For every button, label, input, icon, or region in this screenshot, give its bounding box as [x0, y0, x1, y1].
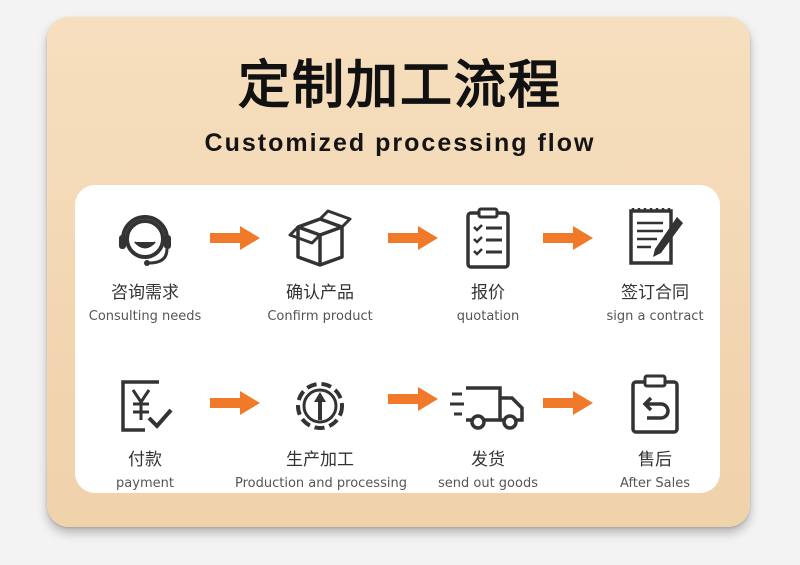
step-label-cn: 签订合同 — [621, 283, 689, 303]
step-label-en: quotation — [456, 309, 520, 324]
step-label-en: After Sales — [620, 476, 690, 491]
headset-icon — [119, 215, 171, 266]
after-sales-clipboard-icon — [631, 374, 679, 434]
step-label-en: payment — [116, 476, 174, 491]
step-label-en: Production and processing — [235, 476, 407, 491]
arrow-right-icon — [388, 387, 438, 411]
step-label-en: sign a contract — [606, 309, 704, 324]
contract-pen-icon — [629, 208, 683, 265]
gear-production-icon — [296, 382, 344, 430]
step-consulting-needs: 咨询需求 Consulting needs — [80, 205, 210, 325]
step-production: 生产加工 Production and processing — [235, 372, 407, 492]
step-confirm-product: 确认产品 Confirm product — [255, 205, 385, 325]
yen-payment-icon — [121, 380, 173, 432]
step-label-cn: 报价 — [471, 283, 505, 303]
arrow-right-icon — [210, 226, 260, 250]
step-payment: 付款 payment — [80, 372, 210, 492]
arrow-right-icon — [543, 391, 593, 415]
step-send-goods: 发货 send out goods — [428, 372, 548, 492]
step-label-cn: 咨询需求 — [111, 283, 179, 303]
step-quotation: 报价 quotation — [428, 205, 548, 325]
arrow-right-icon — [543, 226, 593, 250]
arrow-right-icon — [388, 226, 438, 250]
step-label-cn: 售后 — [638, 450, 672, 470]
step-label-en: send out goods — [437, 476, 538, 491]
delivery-truck-icon — [450, 386, 524, 430]
step-label-cn: 确认产品 — [286, 283, 354, 303]
page-subtitle: Customized processing flow — [204, 129, 596, 157]
page-title: 定制加工流程 — [237, 56, 562, 116]
step-label-cn: 发货 — [471, 450, 505, 470]
step-after-sales: 售后 After Sales — [595, 372, 715, 492]
arrow-right-icon — [210, 391, 260, 415]
clipboard-checklist-icon — [466, 207, 510, 269]
step-label-cn: 生产加工 — [286, 450, 354, 470]
step-label-en: Consulting needs — [88, 309, 202, 324]
step-label-en: Confirm product — [267, 309, 373, 324]
step-label-cn: 付款 — [128, 450, 162, 470]
step-sign-contract: 签订合同 sign a contract — [595, 205, 715, 325]
box-icon — [288, 209, 352, 267]
